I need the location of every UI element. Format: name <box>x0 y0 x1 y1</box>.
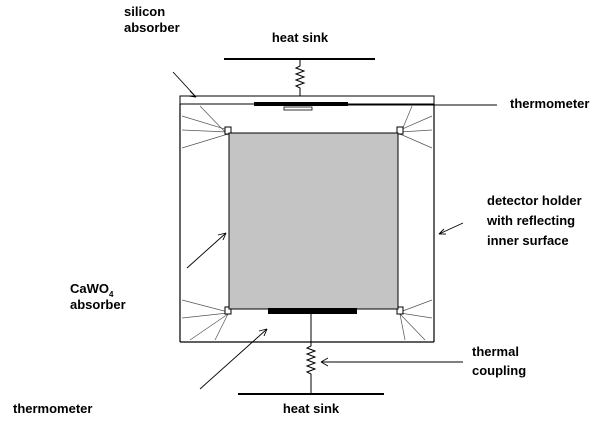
svg-text:absorber: absorber <box>70 297 126 312</box>
svg-text:with reflecting: with reflecting <box>486 213 575 228</box>
cawo4-crystal <box>228 132 399 310</box>
svg-text:silicon: silicon <box>124 4 165 19</box>
heat-sink-top-label: heat sink <box>272 30 329 45</box>
top-thermometer <box>254 102 348 106</box>
thermal-coupling-callout: thermal coupling <box>320 344 526 378</box>
bottom-thermometer <box>268 308 357 314</box>
thermometer-bottom-callout: thermometer <box>13 328 268 416</box>
detector-holder-callout: detector holder with reflecting inner su… <box>438 193 582 248</box>
svg-text:inner surface: inner surface <box>487 233 569 248</box>
silicon-absorber-callout: silicon absorber <box>124 4 197 98</box>
svg-text:absorber: absorber <box>124 20 180 35</box>
bottom-heat-sink: heat sink <box>238 393 384 416</box>
thermometer-contact <box>283 106 313 111</box>
top-spring <box>294 59 306 103</box>
svg-text:coupling: coupling <box>472 363 526 378</box>
svg-text:thermal: thermal <box>472 344 519 359</box>
svg-text:thermometer: thermometer <box>13 401 92 416</box>
svg-text:detector holder: detector holder <box>487 193 582 208</box>
svg-text:CaWO4: CaWO4 <box>70 281 114 299</box>
bottom-spring <box>305 314 317 394</box>
top-heat-sink: heat sink <box>224 30 375 60</box>
crystal-clamps <box>224 126 404 315</box>
svg-text:thermometer: thermometer <box>510 96 589 111</box>
thermometer-top-callout: thermometer <box>348 96 589 111</box>
detector-holder <box>179 104 435 343</box>
cawo4-absorber-callout: CaWO4 absorber <box>70 232 227 312</box>
heat-sink-bottom-label: heat sink <box>283 401 340 416</box>
